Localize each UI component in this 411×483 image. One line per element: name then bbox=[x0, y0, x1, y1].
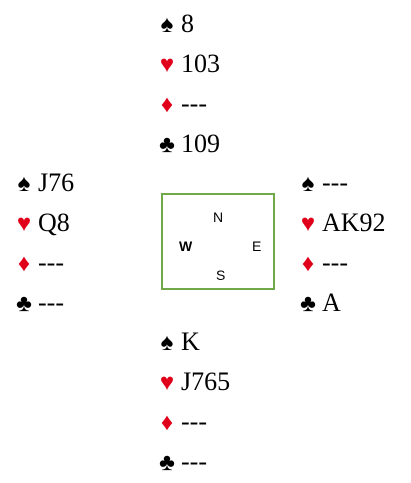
west-diamonds-cards: --- bbox=[38, 248, 64, 277]
heart-icon: ♥ bbox=[159, 370, 175, 396]
club-icon: ♣ bbox=[159, 450, 175, 476]
south-hand: ♠K ♥J765 ♦--- ♣--- bbox=[155, 322, 295, 482]
west-diamonds-row: ♦ --- bbox=[12, 243, 152, 283]
compass-north-label: N bbox=[213, 209, 224, 225]
club-icon: ♣ bbox=[300, 291, 316, 317]
south-spades-cards: K bbox=[181, 327, 200, 356]
spade-icon: ♠ bbox=[160, 12, 174, 38]
west-clubs-cards: --- bbox=[38, 288, 64, 317]
west-spades-cards: J76 bbox=[38, 168, 75, 197]
south-spades-row: ♠K bbox=[155, 322, 295, 362]
spade-icon: ♠ bbox=[17, 171, 31, 197]
heart-icon: ♥ bbox=[159, 52, 175, 78]
west-hand: ♠ J76 ♥Q8 ♦ --- ♣--- bbox=[12, 163, 152, 323]
east-diamonds-cards: --- bbox=[322, 248, 348, 277]
south-hearts-cards: J765 bbox=[181, 367, 231, 396]
south-clubs-cards: --- bbox=[181, 447, 207, 476]
north-spades-cards: 8 bbox=[181, 9, 194, 38]
north-diamonds-row: ♦ --- bbox=[155, 84, 295, 124]
north-clubs-cards: 109 bbox=[181, 129, 220, 158]
diamond-icon: ♦ bbox=[301, 251, 315, 277]
diamond-icon: ♦ bbox=[160, 410, 174, 436]
club-icon: ♣ bbox=[16, 291, 32, 317]
east-hearts-cards: AK92 bbox=[322, 208, 386, 237]
south-hearts-row: ♥J765 bbox=[155, 362, 295, 402]
diamond-icon: ♦ bbox=[17, 251, 31, 277]
spade-icon: ♠ bbox=[301, 171, 315, 197]
spade-icon: ♠ bbox=[160, 330, 174, 356]
compass-box: N W E S bbox=[161, 193, 275, 290]
club-icon: ♣ bbox=[159, 132, 175, 158]
east-spades-row: ♠ --- bbox=[296, 163, 411, 203]
north-hearts-cards: 103 bbox=[181, 49, 220, 78]
west-hearts-cards: Q8 bbox=[38, 208, 70, 237]
west-hearts-row: ♥Q8 bbox=[12, 203, 152, 243]
compass-west-label: W bbox=[179, 238, 193, 254]
heart-icon: ♥ bbox=[16, 211, 32, 237]
north-clubs-row: ♣109 bbox=[155, 124, 295, 164]
south-diamonds-row: ♦ --- bbox=[155, 402, 295, 442]
north-spades-row: ♠8 bbox=[155, 4, 295, 44]
compass-east-label: E bbox=[252, 238, 262, 254]
south-clubs-row: ♣--- bbox=[155, 442, 295, 482]
east-diamonds-row: ♦ --- bbox=[296, 243, 411, 283]
east-clubs-row: ♣A bbox=[296, 283, 411, 323]
east-spades-cards: --- bbox=[322, 168, 348, 197]
compass-south-label: S bbox=[216, 267, 226, 283]
west-spades-row: ♠ J76 bbox=[12, 163, 152, 203]
north-hearts-row: ♥103 bbox=[155, 44, 295, 84]
north-diamonds-cards: --- bbox=[181, 89, 207, 118]
heart-icon: ♥ bbox=[300, 211, 316, 237]
north-hand: ♠8 ♥103 ♦--- ♣109 bbox=[155, 4, 295, 164]
east-hearts-row: ♥AK92 bbox=[296, 203, 411, 243]
east-hand: ♠ --- ♥AK92 ♦ --- ♣A bbox=[296, 163, 411, 323]
south-diamonds-cards: --- bbox=[181, 407, 207, 436]
west-clubs-row: ♣--- bbox=[12, 283, 152, 323]
diamond-icon: ♦ bbox=[160, 92, 174, 118]
east-clubs-cards: A bbox=[322, 288, 341, 317]
